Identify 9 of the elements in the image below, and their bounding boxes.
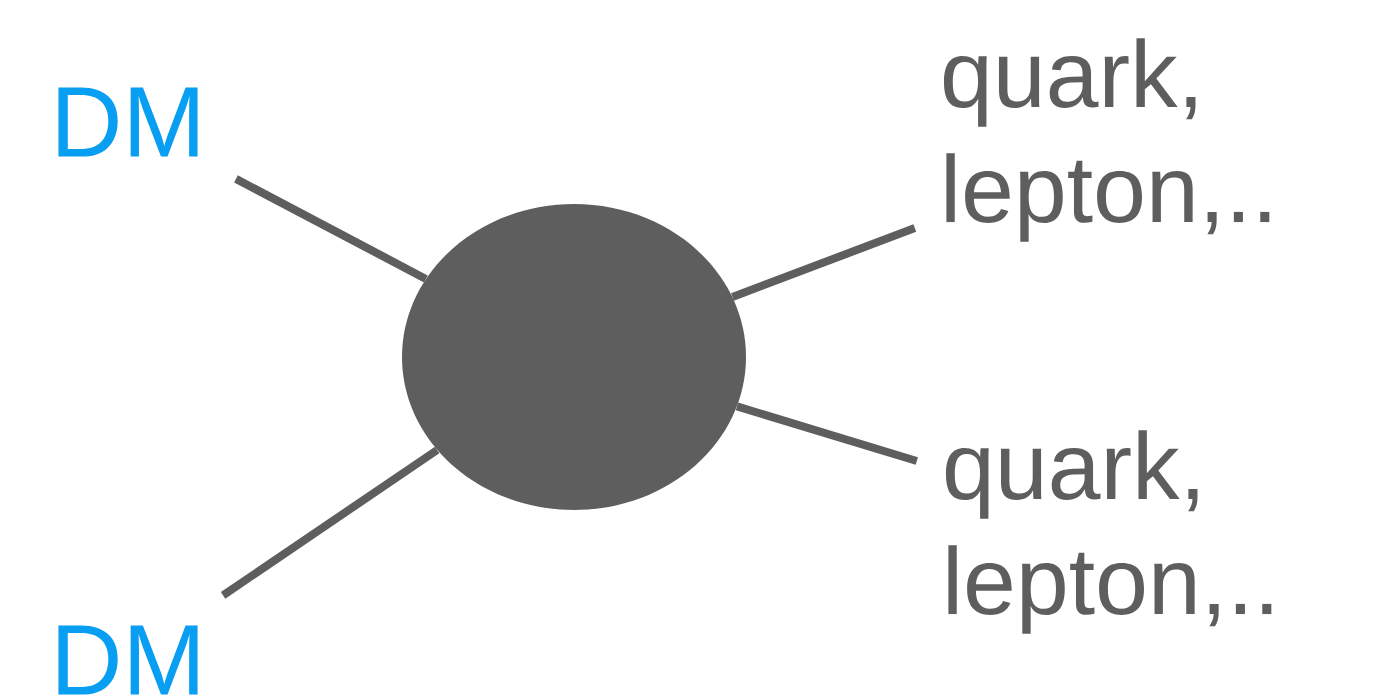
line	[220, 446, 440, 599]
particle-label: DM	[58, 87, 198, 157]
particle-label: quark, lepton,..	[946, 430, 1272, 634]
interaction-blob	[402, 204, 746, 510]
line	[731, 224, 917, 301]
particle-label: quark, lepton,..	[944, 38, 1270, 242]
line	[735, 402, 918, 465]
particle-label: DM	[58, 625, 198, 695]
line	[234, 175, 428, 283]
